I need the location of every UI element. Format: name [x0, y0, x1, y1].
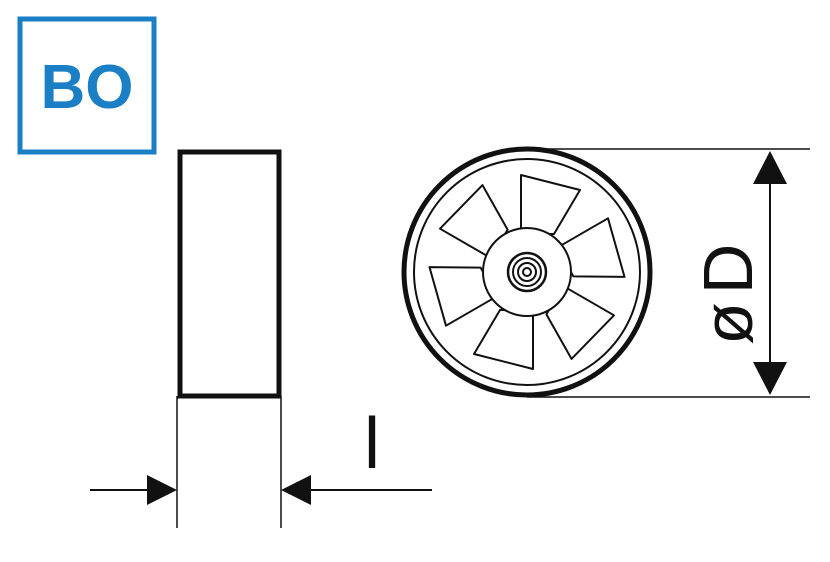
fan-inner-ring [413, 158, 641, 386]
diameter-dimension: øD [527, 148, 810, 398]
arrow-head-icon [281, 475, 311, 505]
diameter-label: øD [689, 244, 767, 345]
badge-label: BO [41, 53, 134, 122]
model-badge: BO [17, 16, 157, 155]
fan-hub [482, 227, 572, 317]
fan-blade [473, 309, 534, 370]
arrow-head-icon [147, 475, 177, 505]
arrow-head-icon [753, 151, 787, 184]
fan-blade [520, 174, 581, 235]
fan-impeller-icon [401, 146, 653, 398]
diameter-symbol: ø [689, 302, 767, 345]
length-dimension: l [90, 396, 432, 528]
side-view-body [177, 149, 282, 399]
arrow-head-icon [753, 362, 787, 395]
badge-frame [17, 16, 157, 155]
diameter-letter: D [689, 244, 767, 295]
side-view [177, 149, 282, 399]
length-label: l [364, 404, 380, 484]
